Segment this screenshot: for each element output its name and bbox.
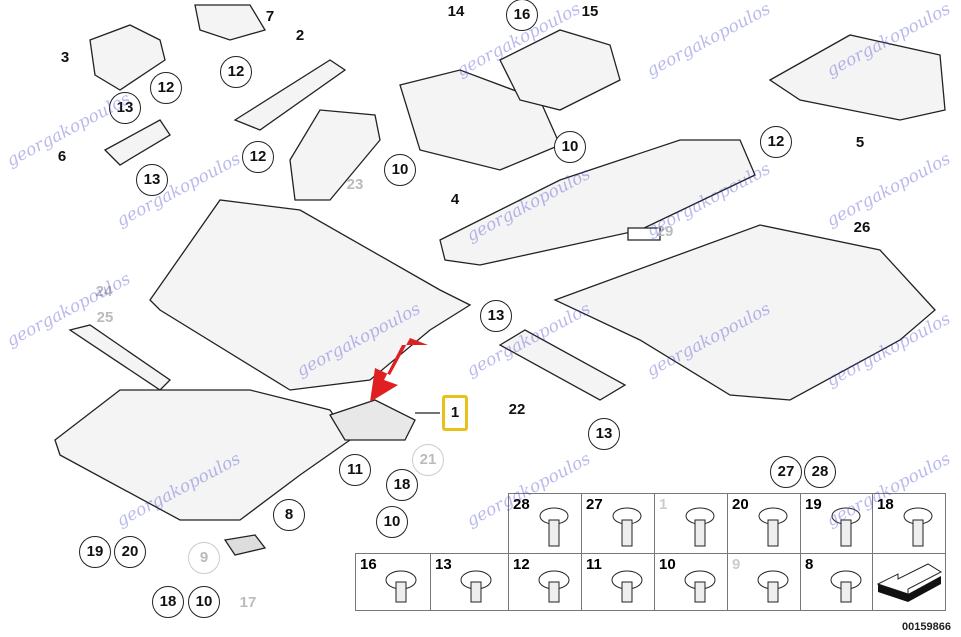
hardware-label: 16 — [360, 556, 377, 573]
hardware-label: 27 — [586, 496, 603, 513]
part-7-bracket — [194, 4, 266, 41]
callout-15[interactable]: 15 — [581, 3, 599, 20]
hardware-item-19[interactable]: 19 — [800, 493, 873, 554]
callout-4[interactable]: 4 — [450, 191, 460, 208]
callout-10[interactable]: 10 — [554, 131, 586, 163]
hardware-icon — [538, 570, 570, 603]
hardware-icon — [903, 507, 933, 547]
callout-24[interactable]: 24 — [95, 283, 113, 300]
hardware-label: 28 — [513, 496, 530, 513]
part-15-tunnel — [499, 29, 621, 111]
part-4-heat-shield — [439, 139, 756, 266]
part-6-bracket — [103, 119, 171, 166]
callout-17[interactable]: 17 — [239, 594, 257, 611]
part-23-duct — [289, 109, 381, 201]
callout-14[interactable]: 14 — [447, 3, 465, 20]
hardware-item-27[interactable]: 27 — [581, 493, 655, 554]
callout-11[interactable]: 11 — [339, 454, 371, 486]
callout-19[interactable]: 19 — [79, 536, 111, 568]
part-24-underbody — [149, 199, 472, 391]
callout-10[interactable]: 10 — [376, 506, 408, 538]
callout-9[interactable]: 9 — [188, 542, 220, 574]
callout-8[interactable]: 8 — [273, 499, 305, 531]
hardware-item-16[interactable]: 16 — [355, 553, 431, 611]
callout-12[interactable]: 12 — [242, 141, 274, 173]
part-2-panel — [233, 59, 347, 131]
hardware-label: 19 — [805, 496, 822, 513]
callout-1[interactable]: 1 — [442, 395, 468, 431]
hardware-icon — [460, 570, 492, 603]
callout-13[interactable]: 13 — [136, 164, 168, 196]
hardware-label: 13 — [435, 556, 452, 573]
callout-10[interactable]: 10 — [384, 154, 416, 186]
callout-18[interactable]: 18 — [386, 469, 418, 501]
hardware-icon — [685, 507, 715, 547]
callout-26[interactable]: 26 — [853, 219, 871, 236]
hardware-item-9[interactable]: 9 — [727, 553, 801, 611]
callout-22[interactable]: 22 — [508, 401, 526, 418]
forward-arrow-icon — [876, 563, 943, 602]
part-19-front-panel — [54, 389, 351, 521]
diagram-code: 00159866 — [902, 621, 951, 633]
direction-arrow-cell[interactable] — [872, 553, 946, 611]
callout-7[interactable]: 7 — [265, 8, 275, 25]
hardware-icon — [612, 507, 642, 547]
hardware-icon — [611, 570, 643, 603]
hardware-icon — [684, 570, 716, 603]
callout-23[interactable]: 23 — [346, 176, 364, 193]
hardware-icon — [830, 570, 862, 603]
callout-12[interactable]: 12 — [150, 72, 182, 104]
callout-28[interactable]: 28 — [804, 456, 836, 488]
hardware-item-12[interactable]: 12 — [508, 553, 582, 611]
hardware-icon — [757, 570, 789, 603]
hardware-item-20[interactable]: 20 — [727, 493, 801, 554]
hardware-label: 8 — [805, 556, 814, 573]
hardware-item-10[interactable]: 10 — [654, 553, 728, 611]
callout-12[interactable]: 12 — [760, 126, 792, 158]
hardware-item-8[interactable]: 8 — [800, 553, 873, 611]
part-5-cover — [768, 34, 946, 121]
hardware-item-11[interactable]: 11 — [581, 553, 655, 611]
part-26-underbody-right — [553, 224, 936, 401]
callout-6[interactable]: 6 — [57, 148, 67, 165]
part-22-trim — [498, 329, 627, 401]
part-17-clip — [223, 534, 267, 556]
callout-3[interactable]: 3 — [60, 49, 70, 66]
part-25-strip — [68, 324, 172, 391]
part-3-bracket — [89, 24, 166, 91]
part-1-cover — [329, 399, 416, 441]
callout-10[interactable]: 10 — [188, 586, 220, 618]
hardware-item-1[interactable]: 1 — [654, 493, 728, 554]
hardware-label: 12 — [513, 556, 530, 573]
hardware-label: 18 — [877, 496, 894, 513]
hardware-item-13[interactable]: 13 — [430, 553, 509, 611]
part-29-pad — [627, 227, 661, 241]
callout-5[interactable]: 5 — [855, 134, 865, 151]
callout-29[interactable]: 29 — [656, 223, 674, 240]
hardware-label: 9 — [732, 556, 741, 573]
callout-16[interactable]: 16 — [506, 0, 538, 31]
hardware-label: 1 — [659, 496, 668, 513]
hardware-item-18[interactable]: 18 — [872, 493, 946, 554]
callout-13[interactable]: 13 — [588, 418, 620, 450]
hardware-icon — [758, 507, 788, 547]
hardware-item-28[interactable]: 28 — [508, 493, 582, 554]
callout-2[interactable]: 2 — [295, 27, 305, 44]
hardware-label: 11 — [586, 556, 602, 573]
callout-21[interactable]: 21 — [412, 444, 444, 476]
callout-27[interactable]: 27 — [770, 456, 802, 488]
callout-25[interactable]: 25 — [96, 309, 114, 326]
callout-13[interactable]: 13 — [109, 92, 141, 124]
red-arrow — [370, 338, 428, 402]
callout-18[interactable]: 18 — [152, 586, 184, 618]
hardware-icon — [831, 507, 861, 547]
hardware-icon — [539, 507, 569, 547]
hardware-label: 20 — [732, 496, 749, 513]
callout-12[interactable]: 12 — [220, 56, 252, 88]
callout-20[interactable]: 20 — [114, 536, 146, 568]
hardware-label: 10 — [659, 556, 676, 573]
hardware-icon — [385, 570, 417, 603]
callout-13[interactable]: 13 — [480, 300, 512, 332]
